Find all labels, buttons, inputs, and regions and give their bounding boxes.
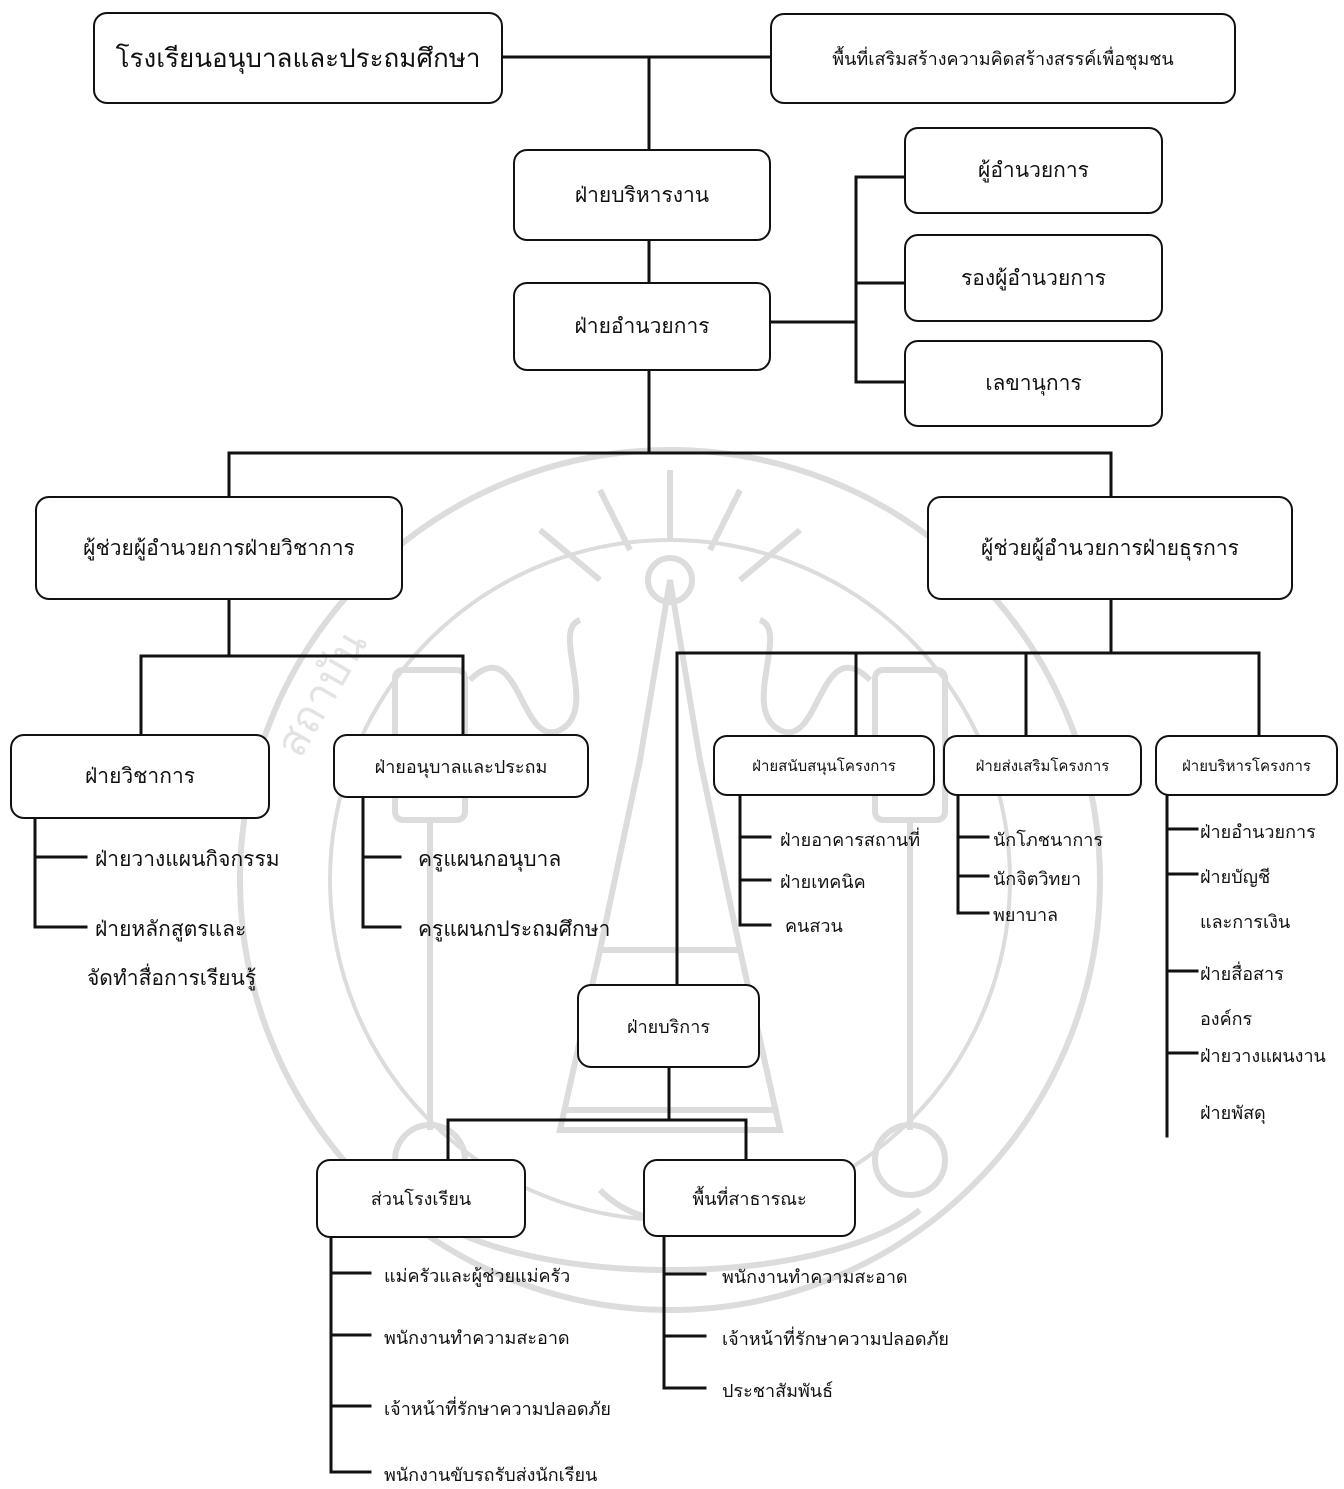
deputy-director-node: รองผู้อำนวยการ (904, 234, 1163, 322)
academic-dept-item: จัดทำสื่อการเรียนรู้ (87, 966, 257, 990)
promotion-dept-item: นักโภชนาการ (993, 830, 1104, 851)
secretary-node: เลขานุการ (904, 340, 1163, 427)
director-label: ผู้อำนวยการ (978, 158, 1089, 182)
project-admin-item: ฝ่ายอำนวยการ (1200, 822, 1316, 843)
promotion-dept-item: พยาบาล (993, 905, 1059, 926)
creative-space-label: พื้นที่เสริมสร้างความคิดสร้างสรรค์เพื่อช… (832, 49, 1174, 70)
school-section-item: เจ้าหน้าที่รักษาความปลอดภัย (384, 1399, 611, 1420)
project-admin-item: ฝ่ายพัสดุ (1200, 1103, 1266, 1124)
school-section-node: ส่วนโรงเรียน (316, 1159, 526, 1238)
project-admin-item: ฝ่ายวางแผนงาน (1200, 1046, 1326, 1067)
creative-space-node: พื้นที่เสริมสร้างความคิดสร้างสรรค์เพื่อช… (770, 13, 1236, 104)
public-area-item: ประชาสัมพันธ์ (722, 1381, 834, 1402)
academic-dept-item: ฝ่ายวางแผนกิจกรรม (95, 847, 280, 871)
public-area-item: เจ้าหน้าที่รักษาความปลอดภัย (722, 1329, 949, 1350)
project-admin-item: องค์กร (1200, 1009, 1253, 1030)
academic-dept-node: ฝ่ายวิชาการ (10, 734, 270, 819)
public-area-label: พื้นที่สาธารณะ (692, 1188, 807, 1210)
support-dept-item: ฝ่ายเทคนิค (780, 872, 866, 893)
directorate-node: ฝ่ายอำนวยการ (513, 282, 771, 371)
academic-assistant-node: ผู้ช่วยผู้อำนวยการฝ่ายวิชาการ (35, 496, 403, 600)
director-node: ผู้อำนวยการ (904, 127, 1163, 214)
deputy-director-label: รองผู้อำนวยการ (960, 265, 1107, 290)
kinder-dept-item: ครูแผนกประถมศึกษา (418, 917, 611, 941)
directorate-label: ฝ่ายอำนวยการ (574, 314, 710, 338)
business-assistant-node: ผู้ช่วยผู้อำนวยการฝ่ายธุรการ (927, 496, 1293, 600)
project-admin-item: และการเงิน (1200, 912, 1291, 933)
project-admin-dept-label: ฝ่ายบริหารโครงการ (1182, 756, 1311, 775)
school-section-label: ส่วนโรงเรียน (370, 1189, 472, 1210)
service-dept-label: ฝ่ายบริการ (627, 1016, 710, 1038)
public-area-node: พื้นที่สาธารณะ (643, 1159, 856, 1237)
school-label: โรงเรียนอนุบาลและประถมศึกษา (115, 43, 481, 74)
school-section-item: พนักงานทำความสะอาด (384, 1328, 570, 1349)
kinder-primary-dept-node: ฝ่ายอนุบาลและประถม (333, 734, 589, 798)
project-admin-item: ฝ่ายสื่อสาร (1200, 964, 1284, 985)
promotion-dept-node: ฝ่ายส่งเสริมโครงการ (943, 735, 1142, 796)
project-admin-item: ฝ่ายบัญชี (1200, 867, 1271, 888)
kinder-primary-dept-label: ฝ่ายอนุบาลและประถม (374, 756, 548, 778)
support-dept-item: ฝ่ายอาคารสถานที่ (780, 830, 921, 851)
public-area-item: พนักงานทำความสะอาด (722, 1267, 908, 1288)
school-section-item: แม่ครัวและผู้ช่วยแม่ครัว (384, 1266, 571, 1287)
admin-board-label: ฝ่ายบริหารงาน (574, 182, 710, 207)
academic-dept-label: ฝ่ายวิชาการ (84, 764, 196, 788)
service-dept-node: ฝ่ายบริการ (577, 984, 760, 1068)
support-dept-item: คนสวน (785, 916, 843, 937)
school-node: โรงเรียนอนุบาลและประถมศึกษา (93, 12, 503, 104)
secretary-label: เลขานุการ (985, 371, 1082, 395)
admin-board-node: ฝ่ายบริหารงาน (513, 149, 771, 241)
school-section-item: พนักงานขับรถรับส่งนักเรียน (384, 1465, 598, 1486)
support-dept-label: ฝ่ายสนับสนุนโครงการ (752, 756, 896, 775)
academic-assistant-label: ผู้ช่วยผู้อำนวยการฝ่ายวิชาการ (83, 535, 355, 560)
promotion-dept-item: นักจิตวิทยา (993, 869, 1082, 890)
support-dept-node: ฝ่ายสนับสนุนโครงการ (713, 735, 935, 796)
promotion-dept-label: ฝ่ายส่งเสริมโครงการ (975, 756, 1110, 775)
project-admin-dept-node: ฝ่ายบริหารโครงการ (1155, 735, 1338, 796)
academic-dept-item: ฝ่ายหลักสูตรและ (95, 917, 247, 941)
business-assistant-label: ผู้ช่วยผู้อำนวยการฝ่ายธุรการ (981, 535, 1239, 560)
kinder-dept-item: ครูแผนกอนุบาล (418, 847, 562, 871)
